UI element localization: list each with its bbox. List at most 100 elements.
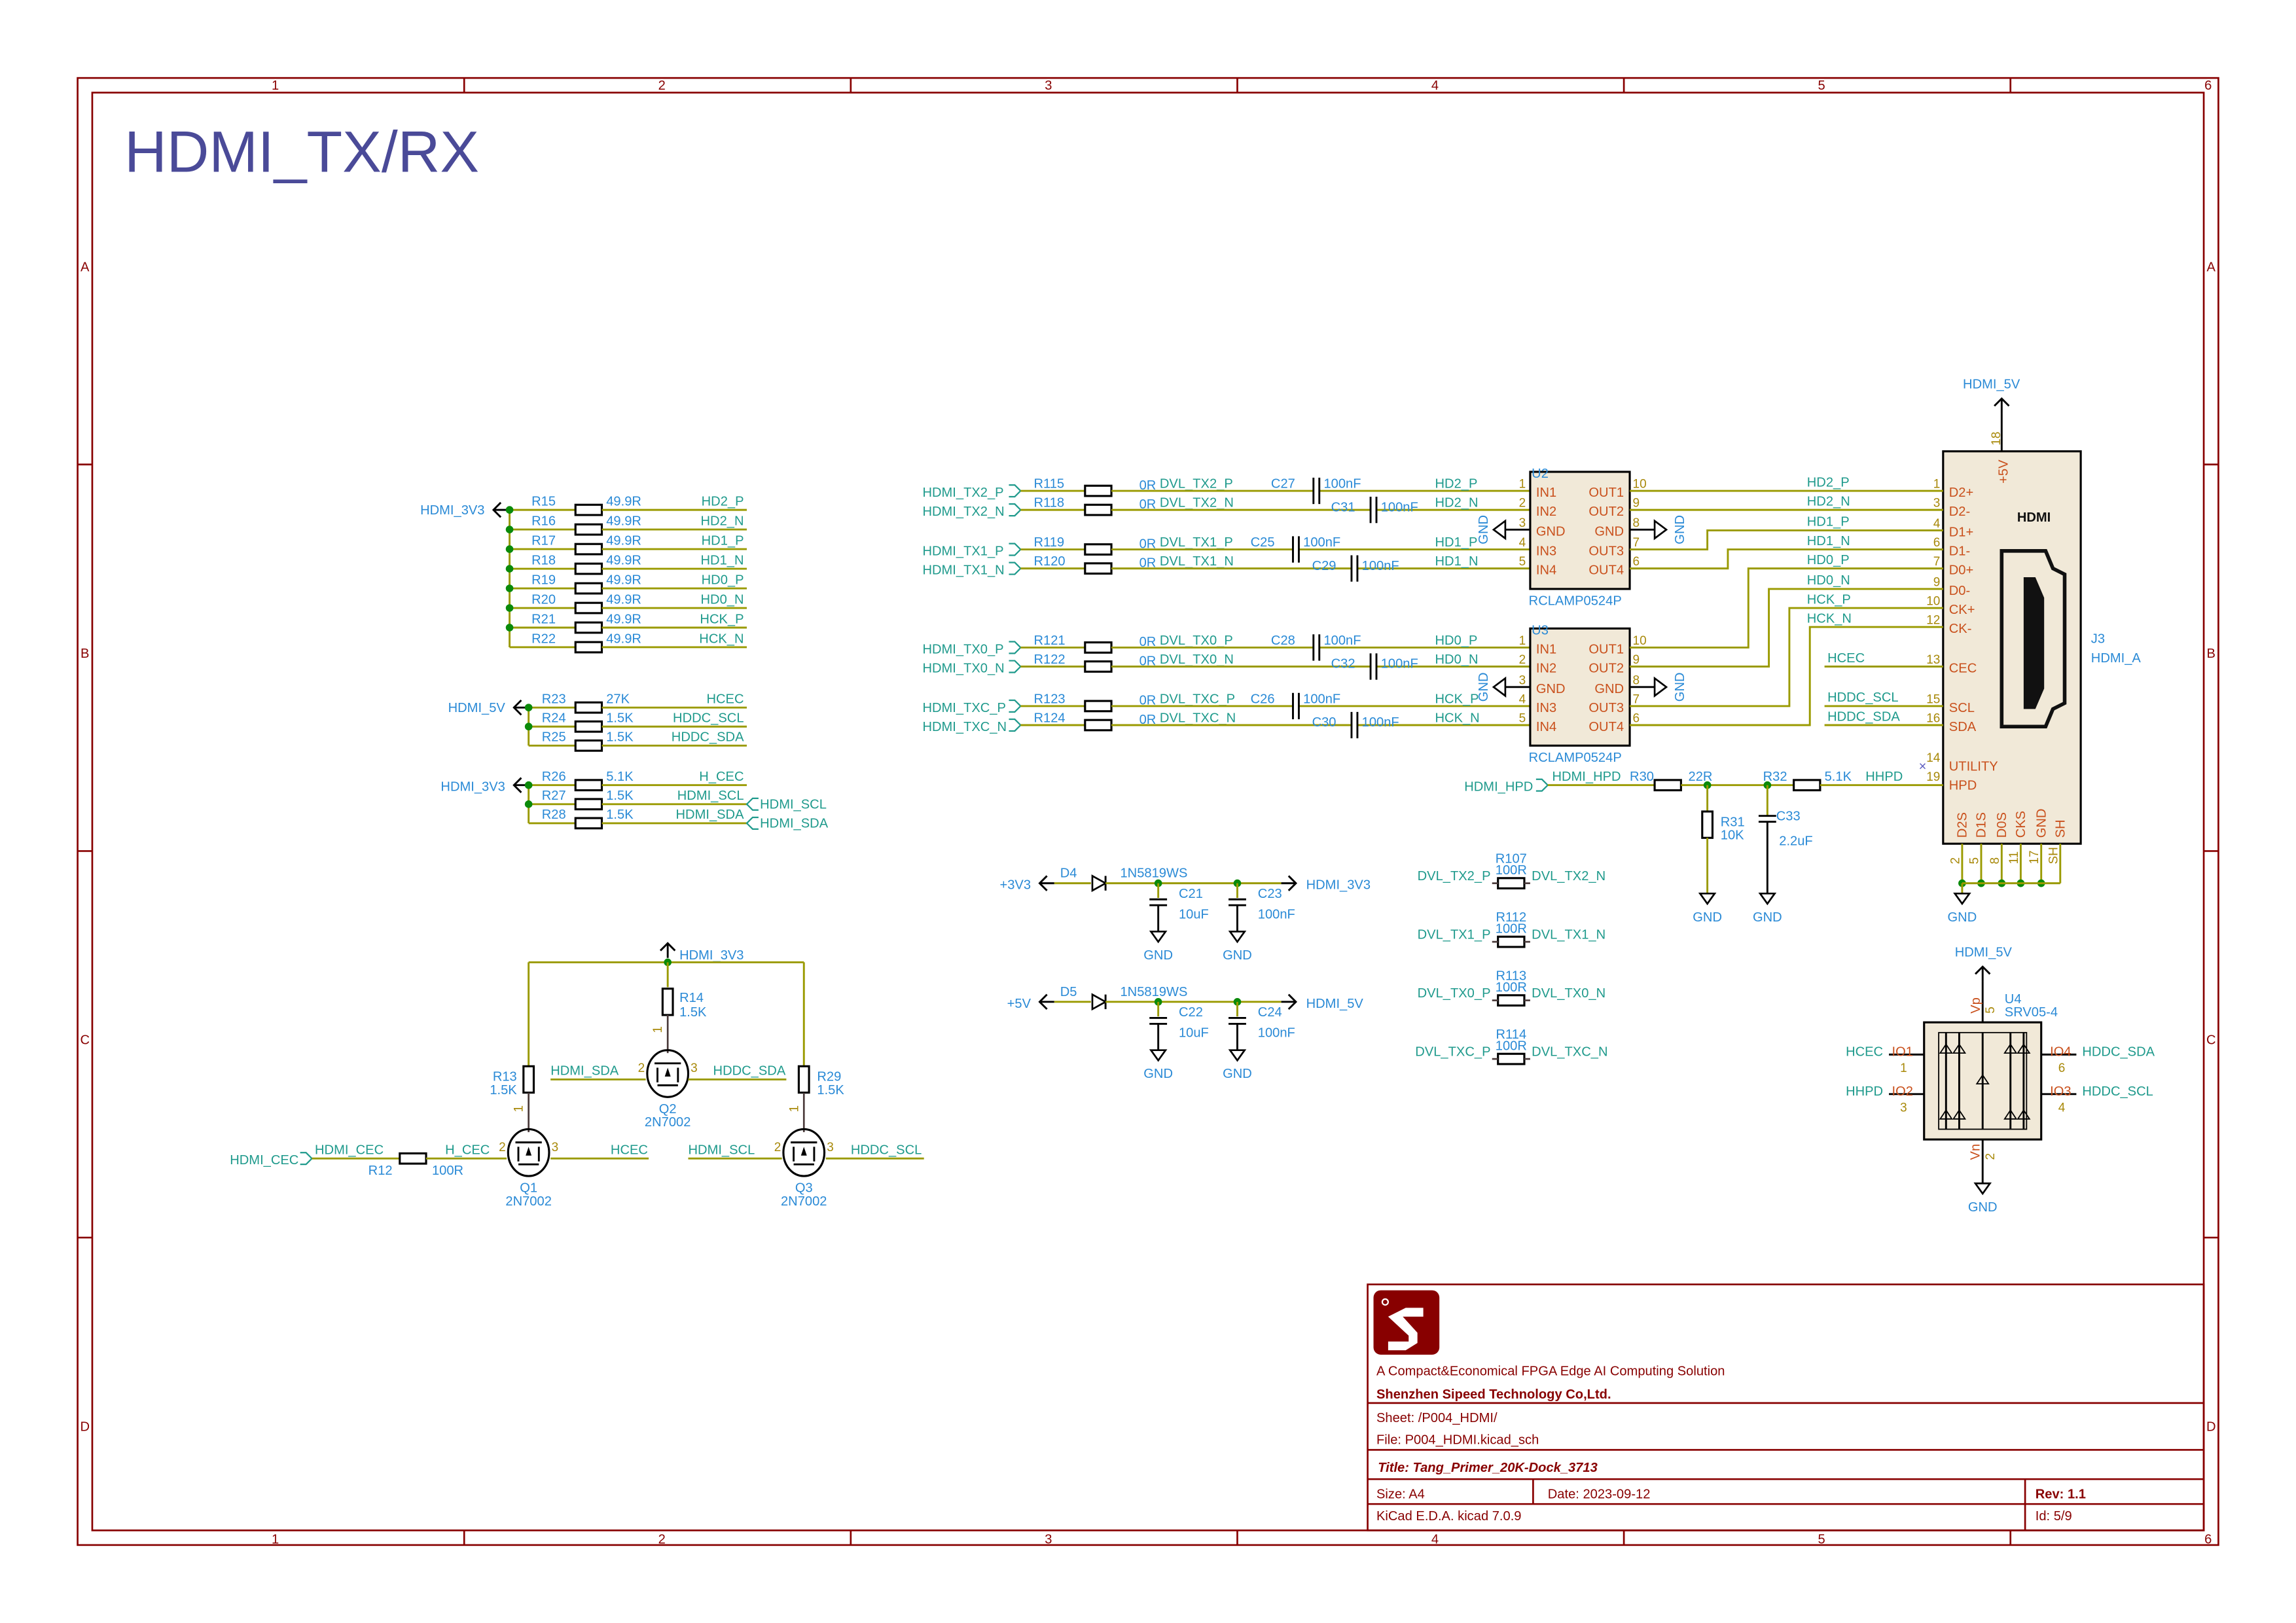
gnd-symbol-icon: [1973, 1182, 1992, 1196]
net-label: HD1_P: [1435, 535, 1478, 550]
junction-dot: [505, 545, 514, 553]
pin-number: 6: [1633, 555, 1640, 569]
resistor-ref: R20: [531, 592, 556, 607]
frame-row-marker: A: [81, 260, 90, 274]
sipeed-logo-mark: [1381, 1298, 1390, 1306]
resistor-ref: R122: [1033, 652, 1065, 667]
capacitor-value: 100nF: [1323, 633, 1361, 648]
frame-row-marker: D: [80, 1419, 90, 1434]
drawing-title: Title: Tang_Primer_20K-Dock_3713: [1378, 1461, 1598, 1475]
pin-name: OUT3: [1588, 701, 1624, 715]
net-label: HCK_N: [1807, 611, 1852, 626]
pin-number: SH: [2047, 847, 2060, 864]
pin-number: 7: [1633, 692, 1640, 706]
resistor-ref: R18: [531, 553, 556, 567]
gnd-symbol-icon: [1698, 892, 1717, 906]
pin-name: D1+: [1949, 525, 1973, 539]
junction-dot: [505, 624, 514, 632]
resistor-symbol: [1084, 700, 1113, 713]
hierarchical-port-icon: [300, 1152, 314, 1166]
hierarchical-port-label: HDMI_TX1_N: [922, 563, 1004, 578]
power-rail-label: +3V3: [999, 878, 1031, 893]
capacitor-ref: C28: [1271, 633, 1295, 648]
net-label: DVL_TX0_P: [1160, 633, 1233, 648]
capacitor-ref: C25: [1251, 535, 1275, 550]
junction-dot: [505, 526, 514, 533]
pin-number: 3: [1933, 497, 1941, 510]
pin-name: CK-: [1949, 622, 1972, 636]
sheet-id: Id: 5/9: [2036, 1509, 2072, 1524]
net-label: HD2_N: [1807, 494, 1850, 508]
net-label: HCK_P: [1807, 592, 1851, 607]
net-label: DVL_TX0_N: [1532, 986, 1605, 1001]
ic-ref: U4: [2005, 992, 2022, 1007]
gnd-label: GND: [1143, 948, 1173, 963]
diode-icon: [1939, 1109, 1953, 1120]
resistor-symbol: [1084, 562, 1113, 575]
resistor-value: 49.9R: [606, 514, 641, 528]
net-label: HDDC_SCL: [673, 711, 744, 726]
pin-name: OUT4: [1588, 563, 1624, 578]
resistor-ref: R26: [542, 770, 566, 784]
wire: [1630, 567, 1943, 649]
gnd-label: GND: [1693, 910, 1722, 925]
resistor-symbol: [1497, 935, 1526, 948]
pin-number: 5: [1984, 1007, 1998, 1014]
pin-number: 5: [1519, 555, 1526, 569]
net-label: HD0_N: [1435, 652, 1479, 667]
pin-number: 18: [1990, 432, 2003, 446]
resistor-symbol: [574, 779, 603, 792]
pin-name: HPD: [1949, 778, 1977, 793]
net-label: HCK_P: [1435, 692, 1479, 706]
resistor-ref: R14: [679, 991, 704, 1005]
wire: [1630, 626, 1943, 726]
hierarchical-port-icon: [1535, 778, 1549, 792]
pin-number: 7: [1933, 555, 1941, 569]
gnd-label: GND: [1477, 672, 1491, 702]
pin-name: IO2: [1892, 1084, 1913, 1099]
gnd-label: GND: [1948, 910, 1977, 925]
pin-number: 2: [1519, 497, 1526, 510]
power-rail-label: HDMI_3V3: [420, 503, 484, 518]
resistor-symbol: [574, 701, 603, 714]
resistor-value: 49.9R: [606, 553, 641, 567]
resistor-value: 49.9R: [606, 573, 641, 587]
kicad-version: KiCad E.D.A. kicad 7.0.9: [1376, 1509, 1521, 1524]
resistor-value: 49.9R: [606, 592, 641, 607]
mosfet-arrow-icon: [526, 1147, 532, 1156]
hdmi-port-inner-icon: [2023, 577, 2045, 709]
pin-number: 4: [1519, 536, 1526, 550]
sheet-title: HDMI_TX/RX: [124, 118, 479, 184]
ic-value: SRV05-4: [2005, 1005, 2058, 1020]
pin-name: D1-: [1949, 544, 1970, 558]
resistor-ref: R22: [531, 632, 556, 646]
power-rail-label: HDMI_5V: [448, 701, 506, 715]
resistor-symbol: [1084, 641, 1113, 654]
gnd-label: GND: [1968, 1200, 1998, 1215]
resistor-ref: R15: [531, 494, 556, 508]
wire: [1630, 607, 1943, 707]
capacitor-ref: C29: [1312, 559, 1336, 573]
wire: [1630, 548, 1943, 570]
gnd-symbol-icon: [1492, 519, 1507, 541]
hierarchical-port-label: HDMI_SCL: [760, 798, 827, 812]
hierarchical-port-label: HDMI_TX2_N: [922, 505, 1004, 519]
net-label: HD2_N: [701, 514, 744, 528]
pin-number: 9: [1933, 575, 1941, 589]
pin-name: CEC: [1949, 661, 1977, 675]
power-rail-label: HDMI_3V3: [440, 780, 505, 794]
frame-column-marker: 3: [1045, 1533, 1052, 1547]
pin-name: IO3: [2050, 1084, 2071, 1099]
pin-number: 1: [787, 1105, 801, 1113]
diode-icon: [2003, 1043, 2018, 1054]
power-rail-label: HDMI_3V3: [679, 948, 744, 963]
resistor-value: 5.1K: [606, 770, 634, 784]
pin-number: 2: [1948, 857, 1962, 865]
net-label: HD2_P: [1435, 477, 1478, 491]
transistor-value: 2N7002: [781, 1194, 827, 1209]
junction-dot: [524, 781, 533, 789]
file-name: File: P004_HDMI.kicad_sch: [1376, 1433, 1539, 1447]
net-label: HD1_N: [701, 553, 744, 567]
mosfet-arrow-icon: [664, 1067, 671, 1077]
resistor-value: 100R: [1496, 863, 1527, 878]
